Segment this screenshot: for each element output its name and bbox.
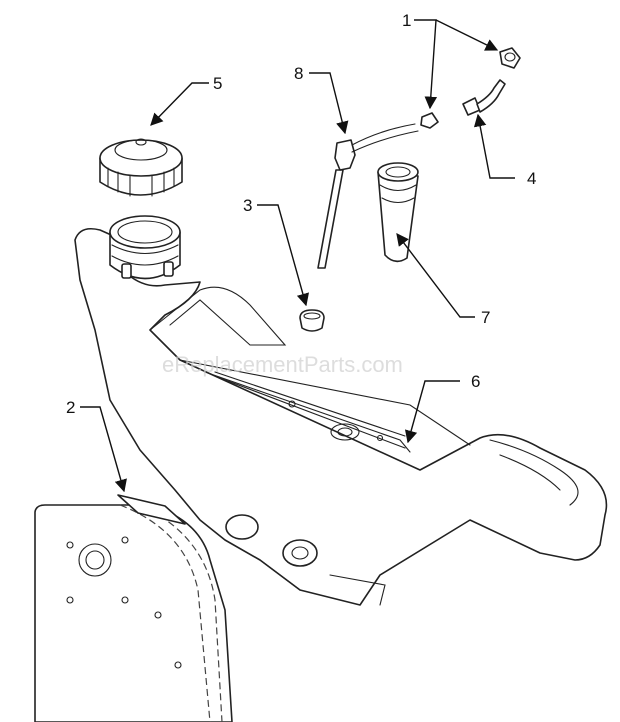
callout-6: 6 [471,372,480,391]
frame-plate [34,504,233,722]
grommet-fittings [420,47,521,129]
callout-3: 3 [243,196,252,215]
watermark: eReplacementParts.com [162,352,403,377]
callout-8: 8 [294,64,303,83]
bushing [299,309,325,332]
fuel-tank [74,227,608,606]
callout-1: 1 [402,11,411,30]
tank-neck [109,215,181,280]
tank-pad [117,494,186,525]
callout-2: 2 [66,398,75,417]
callout-4: 4 [527,169,536,188]
callout-5: 5 [213,74,222,93]
elbow-fitting [462,79,506,116]
leader-lines [80,19,515,493]
callout-7: 7 [481,308,490,327]
filler-neck-filter [377,162,419,263]
vent-tube [317,123,419,269]
fuel-cap [99,138,183,197]
